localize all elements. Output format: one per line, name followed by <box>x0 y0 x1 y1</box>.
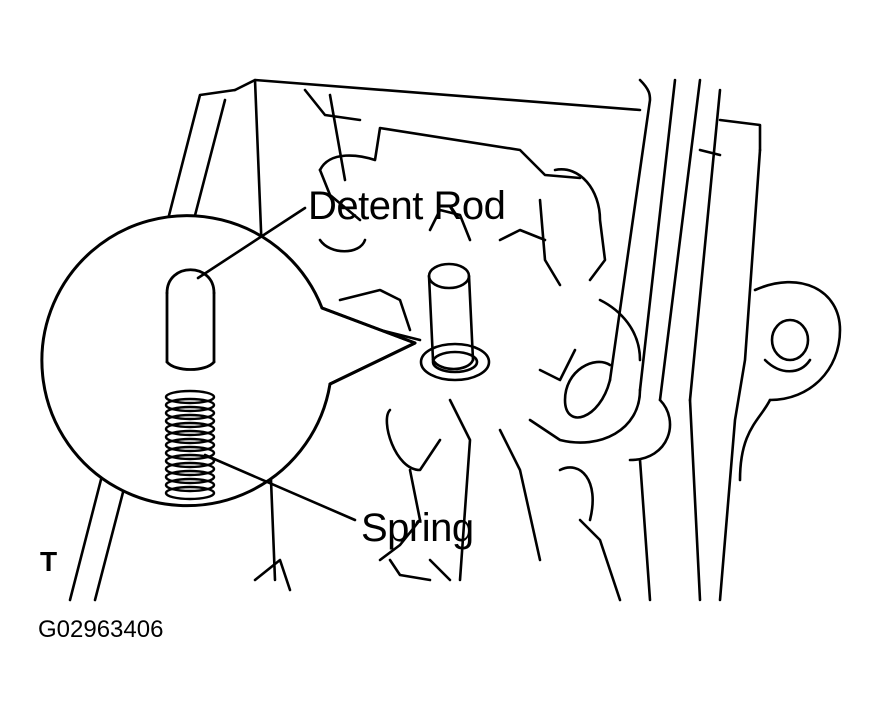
detent-rod-pin <box>165 268 216 371</box>
spring-coil <box>164 389 216 501</box>
shift-lever <box>528 78 762 602</box>
detent-rod-leader <box>196 206 307 280</box>
detent-rod-installed <box>419 262 491 382</box>
spring-label: Spring <box>361 506 474 550</box>
spring-leader <box>203 453 357 522</box>
magnifier-callout <box>40 214 417 508</box>
lower-casting <box>538 298 652 602</box>
detent-rod-label: Detent Rod <box>308 184 506 228</box>
figure-code: G02963406 <box>38 616 164 643</box>
housing-frame <box>68 78 642 602</box>
corner-mark: T <box>40 546 58 577</box>
bracket-ear <box>738 280 842 482</box>
leader-lines <box>196 206 357 522</box>
